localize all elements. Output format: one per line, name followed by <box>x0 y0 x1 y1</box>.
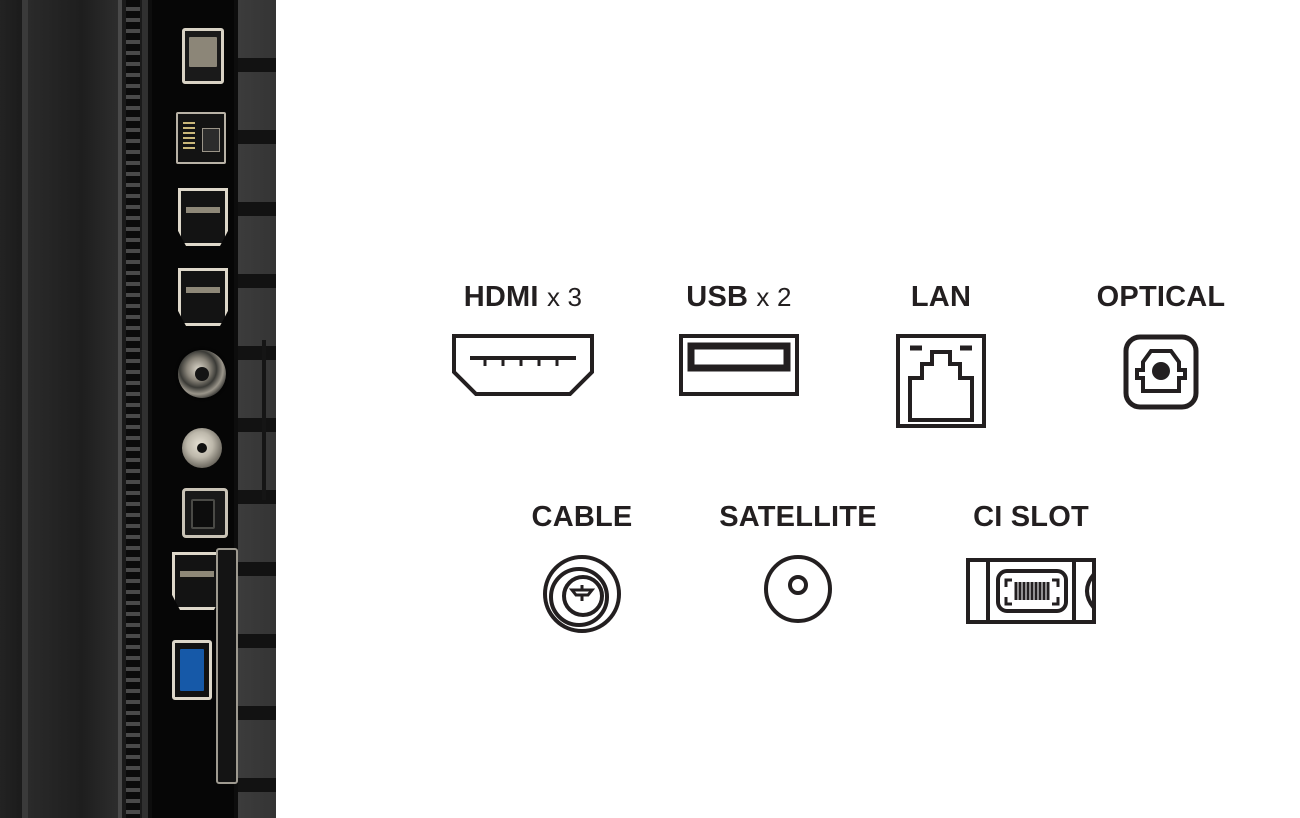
photo-cable-coaxial-connector <box>178 350 226 398</box>
usb-port-icon <box>644 334 834 430</box>
photo-usb-port <box>182 28 224 84</box>
connector-legend: HDMI x 3 USB x 2 LAN OP <box>276 0 1300 818</box>
legend-label-satellite: SATELLITE <box>719 501 877 533</box>
bezel-band <box>0 0 22 818</box>
legend-item-ci-slot: CI SLOT <box>916 503 1146 650</box>
optical-toslink-port-icon <box>1036 334 1286 430</box>
lan-rj45-port-icon <box>846 334 1036 430</box>
cable-coaxial-connector-icon <box>482 554 682 650</box>
legend-item-lan: LAN <box>846 283 1036 430</box>
photo-hdmi-port <box>178 268 228 326</box>
bezel-highlight <box>118 0 122 818</box>
legend-item-cable: CABLE <box>482 503 682 650</box>
legend-label-hdmi: HDMI x 3 <box>463 281 583 313</box>
legend-multiplier-hdmi: x 3 <box>546 282 583 312</box>
legend-label-optical: OPTICAL <box>1096 281 1226 313</box>
photo-hdmi-port <box>172 552 222 610</box>
photo-satellite-f-connector <box>182 428 222 468</box>
ci-slot-card-icon <box>916 554 1146 650</box>
legend-label-usb: USB x 2 <box>686 281 792 313</box>
legend-item-usb: USB x 2 <box>644 283 834 430</box>
tv-rear-panel-photo <box>0 0 276 818</box>
legend-label-ci-slot: CI SLOT <box>973 501 1089 533</box>
hdmi-port-icon <box>418 334 628 430</box>
bezel-band <box>28 0 118 818</box>
satellite-f-connector-icon <box>684 554 912 650</box>
legend-label-cable: CABLE <box>531 501 633 533</box>
legend-multiplier-usb: x 2 <box>756 282 792 312</box>
panel-rib-slot <box>262 340 266 500</box>
legend-item-satellite: SATELLITE <box>684 503 912 650</box>
photo-lan-port <box>176 112 226 164</box>
ventilation-strip <box>126 0 140 818</box>
photo-optical-audio-port <box>182 488 228 538</box>
bezel-highlight <box>142 0 148 818</box>
legend-item-hdmi: HDMI x 3 <box>418 283 628 430</box>
bezel-highlight <box>22 0 28 818</box>
photo-usb3-port <box>172 640 212 700</box>
legend-item-optical: OPTICAL <box>1036 283 1286 430</box>
panel-ribs <box>238 0 276 818</box>
photo-ci-slot-opening <box>216 548 238 784</box>
photo-hdmi-port <box>178 188 228 246</box>
legend-label-lan: LAN <box>910 281 972 313</box>
